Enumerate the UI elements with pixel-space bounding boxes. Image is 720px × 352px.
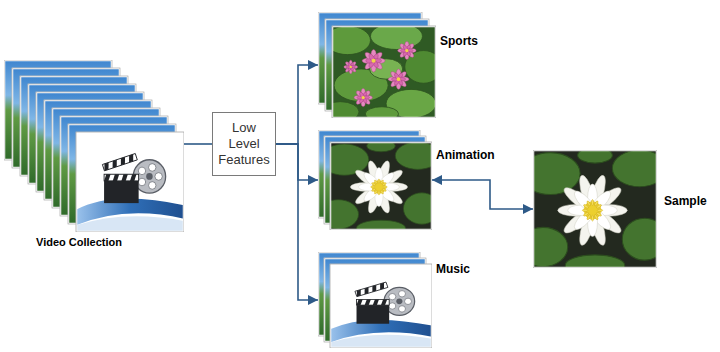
category-label: Animation [436, 148, 495, 162]
flow-arrow [432, 180, 533, 209]
category-label: Music [436, 262, 470, 276]
flow-arrow [276, 144, 318, 180]
image-group: Sample [533, 150, 657, 268]
image-stack [318, 12, 436, 118]
category-label: Video Collection [36, 236, 122, 248]
flow-arrow [276, 144, 318, 300]
process-box: Low Level Features [212, 112, 276, 176]
image-stack [318, 252, 432, 348]
image-group: Music [318, 252, 432, 348]
box-label: Low Level Features [217, 120, 271, 169]
image-stack [4, 60, 184, 232]
image-group: Video Collection [4, 60, 184, 232]
flow-arrow [276, 65, 318, 144]
category-label: Sports [440, 34, 478, 48]
category-label: Sample [664, 194, 707, 208]
image-stack [318, 130, 432, 230]
flow-arrow [184, 143, 212, 145]
image-group: Animation [318, 130, 432, 230]
image-group: Sports [318, 12, 436, 118]
image-stack [533, 150, 657, 268]
